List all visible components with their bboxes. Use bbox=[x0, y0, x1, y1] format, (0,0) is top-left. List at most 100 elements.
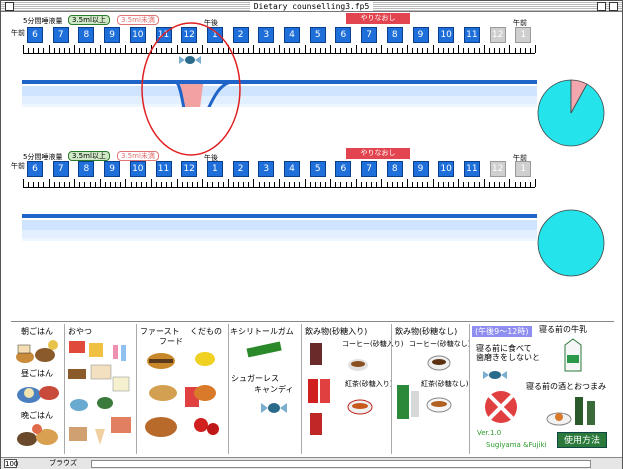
hour-button[interactable]: 5 bbox=[309, 161, 326, 177]
hour-button[interactable]: 4 bbox=[284, 161, 300, 177]
sake-icon[interactable] bbox=[545, 393, 601, 429]
unsweet-drinks-icon[interactable] bbox=[393, 345, 467, 451]
hour-button[interactable]: 8 bbox=[386, 27, 403, 43]
drink-sugar-label[interactable]: 飲み物(砂糖入り) bbox=[305, 327, 368, 336]
hour-button[interactable]: 10 bbox=[129, 161, 146, 177]
hour-button[interactable]: 9 bbox=[104, 161, 121, 177]
close-box[interactable] bbox=[5, 2, 14, 11]
hour-button[interactable]: 12 bbox=[181, 161, 198, 177]
sugarless-candy-icon[interactable] bbox=[259, 399, 289, 417]
hour-button[interactable]: 2 bbox=[232, 161, 249, 177]
title-bar[interactable]: Dietary counselling3.fp5 bbox=[1, 1, 622, 12]
ruler-tick bbox=[376, 182, 378, 187]
dinner-label[interactable]: 晩ごはん bbox=[21, 411, 53, 420]
hour-button[interactable]: 7 bbox=[361, 27, 378, 43]
lunch-icon[interactable] bbox=[15, 379, 61, 407]
sweet-drinks-icon[interactable] bbox=[304, 339, 390, 451]
fruit-label[interactable]: くだもの bbox=[190, 327, 222, 336]
breakfast-label[interactable]: 朝ごはん bbox=[21, 327, 53, 336]
band-layer bbox=[22, 104, 537, 107]
ruler-tick bbox=[125, 45, 127, 53]
hour-button[interactable]: 12 bbox=[181, 27, 198, 43]
gum-icon[interactable] bbox=[245, 339, 285, 359]
ruler-tick bbox=[110, 48, 112, 53]
milk-icon[interactable] bbox=[561, 337, 585, 373]
candy-icon[interactable] bbox=[179, 54, 201, 66]
horizontal-scrollbar[interactable] bbox=[91, 460, 591, 468]
ruler-tick bbox=[253, 179, 255, 187]
tea-nosugar-label[interactable]: 紅茶(砂糖なし) bbox=[421, 380, 469, 388]
hour-button[interactable]: 3 bbox=[258, 27, 275, 43]
fastfood-label-1[interactable]: ファースト bbox=[140, 327, 180, 336]
hour-button[interactable]: 1 bbox=[515, 27, 532, 43]
ruler-tick bbox=[217, 182, 219, 187]
hour-button[interactable]: 1 bbox=[206, 161, 223, 177]
hour-button[interactable]: 11 bbox=[463, 27, 480, 43]
dinner-icon[interactable] bbox=[15, 421, 61, 453]
hour-button[interactable]: 2 bbox=[232, 27, 249, 43]
hour-button[interactable]: 7 bbox=[52, 161, 69, 177]
saliva-low-button[interactable]: 3.5ml未満 bbox=[117, 15, 159, 25]
snacks-icon[interactable] bbox=[65, 337, 135, 452]
hour-button[interactable]: 10 bbox=[438, 161, 455, 177]
hour-button[interactable]: 12 bbox=[489, 161, 506, 177]
hour-button[interactable]: 11 bbox=[463, 161, 480, 177]
hour-button[interactable]: 6 bbox=[335, 27, 352, 43]
hour-button[interactable]: 9 bbox=[412, 27, 429, 43]
sugarless-label-1[interactable]: シュガーレス bbox=[231, 374, 279, 383]
ruler-tick bbox=[304, 179, 306, 187]
ice-cream-icon[interactable] bbox=[109, 343, 137, 443]
ruler-tick bbox=[432, 179, 434, 187]
hour-button[interactable]: 3 bbox=[258, 161, 275, 177]
fastfood-label-2[interactable]: フード bbox=[159, 337, 183, 346]
saliva-high-button-2[interactable]: 3.5ml以上 bbox=[68, 151, 110, 161]
hour-button[interactable]: 8 bbox=[386, 161, 403, 177]
hour-button[interactable]: 8 bbox=[78, 27, 95, 43]
hour-button[interactable]: 6 bbox=[335, 161, 352, 177]
hour-button[interactable]: 10 bbox=[129, 27, 146, 43]
usage-button[interactable]: 使用方法 bbox=[557, 432, 607, 448]
milk-bed-label[interactable]: 寝る前の牛乳 bbox=[539, 325, 587, 334]
hour-button[interactable]: 4 bbox=[284, 27, 300, 43]
sake-bed-label[interactable]: 寝る前の酒とおつまみ bbox=[526, 382, 606, 391]
ruler-tick bbox=[191, 48, 193, 53]
hour-button[interactable]: 11 bbox=[155, 161, 172, 177]
redo-button-2[interactable]: やりなおし bbox=[346, 148, 410, 159]
mode-label[interactable]: ブラウズ bbox=[49, 459, 77, 467]
snacks-label[interactable]: おやつ bbox=[68, 327, 92, 336]
ruler-tick bbox=[519, 182, 521, 187]
drink-nosugar-label[interactable]: 飲み物(砂糖なし) bbox=[395, 327, 458, 336]
collapse-box[interactable] bbox=[609, 2, 618, 11]
hour-button[interactable]: 9 bbox=[412, 161, 429, 177]
fastfood-icon[interactable] bbox=[141, 349, 225, 449]
hour-button[interactable]: 10 bbox=[438, 27, 455, 43]
hour-button[interactable]: 7 bbox=[361, 161, 378, 177]
saliva-high-button[interactable]: 3.5ml以上 bbox=[68, 15, 110, 25]
ruler-tick bbox=[279, 179, 280, 187]
breakfast-icon[interactable] bbox=[15, 337, 61, 367]
redo-button[interactable]: やりなおし bbox=[346, 13, 410, 24]
hour-button[interactable]: 7 bbox=[52, 27, 69, 43]
hour-button[interactable]: 1 bbox=[206, 27, 223, 43]
hour-button[interactable]: 5 bbox=[309, 27, 326, 43]
hour-button[interactable]: 8 bbox=[78, 161, 95, 177]
tea-sugar-label[interactable]: 紅茶(砂糖入り) bbox=[345, 380, 393, 388]
coffee-sugar-label[interactable]: コーヒー(砂糖入り) bbox=[342, 340, 404, 348]
lunch-label[interactable]: 昼ごはん bbox=[21, 369, 53, 378]
hour-button[interactable]: 1 bbox=[515, 161, 532, 177]
ruler-tick bbox=[422, 48, 424, 53]
hour-button[interactable]: 6 bbox=[27, 161, 43, 177]
hour-button[interactable]: 9 bbox=[104, 27, 121, 43]
zoom-box[interactable] bbox=[597, 2, 606, 11]
hour-button[interactable]: 12 bbox=[489, 27, 506, 43]
coffee-nosugar-label[interactable]: コーヒー(砂糖なし) bbox=[409, 340, 471, 348]
zoom-level[interactable]: 100 bbox=[4, 459, 19, 468]
no-brush-icon[interactable] bbox=[477, 361, 525, 427]
ruler-tick bbox=[227, 179, 229, 187]
sugarless-label-2[interactable]: キャンディ bbox=[254, 385, 294, 394]
hour-button[interactable]: 6 bbox=[27, 27, 43, 43]
ruler-tick bbox=[294, 48, 296, 53]
ruler-tick bbox=[494, 182, 496, 187]
xylitol-label[interactable]: キシリトールガム bbox=[230, 327, 294, 336]
saliva-low-button-2[interactable]: 3.5ml未満 bbox=[117, 151, 159, 161]
